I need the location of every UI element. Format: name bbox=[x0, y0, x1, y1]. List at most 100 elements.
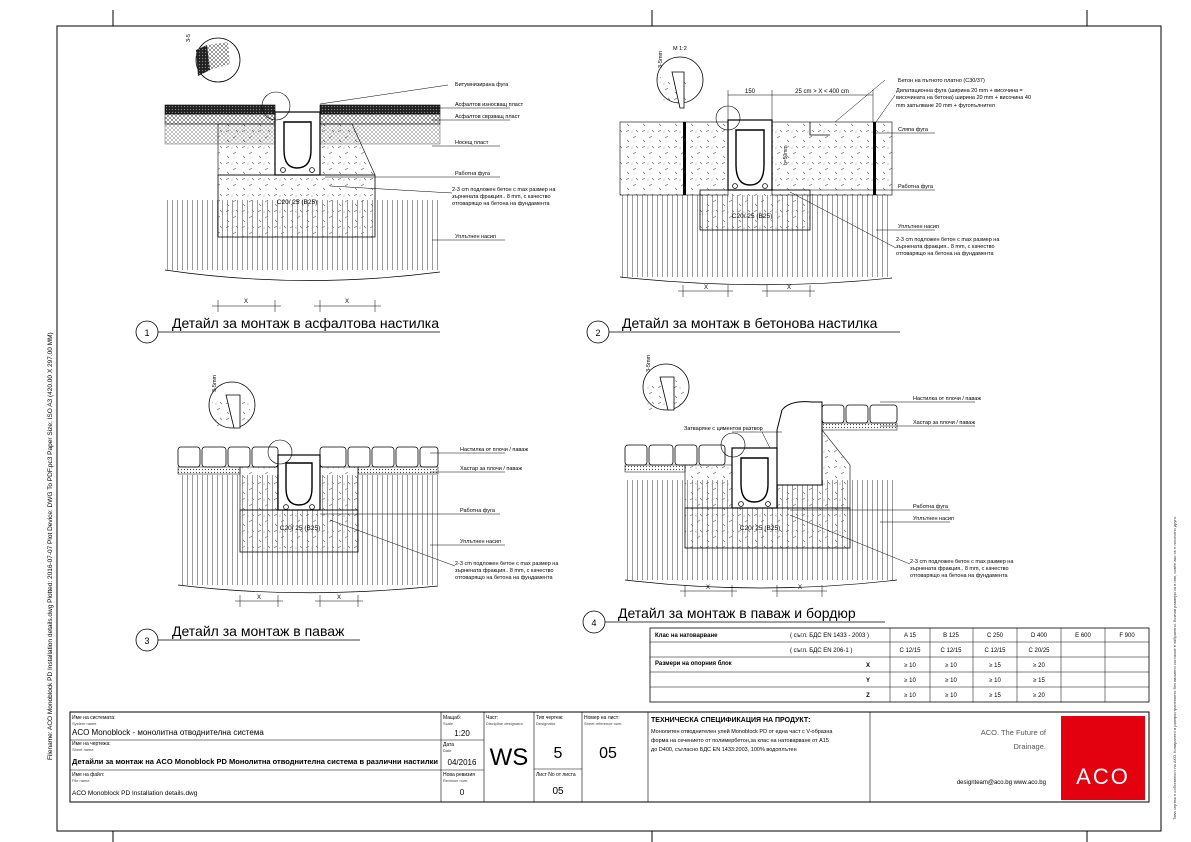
tb-part-label: Част: bbox=[486, 715, 498, 721]
tb-file-label: Име на файл: bbox=[72, 771, 104, 778]
detail-3-scale-note: 3-5mm bbox=[212, 374, 218, 392]
table-concrete-1: C 12/15 bbox=[940, 648, 962, 654]
table-concrete-2: C 12/15 bbox=[984, 648, 1006, 654]
tb-sheetno-label-en: Sheet reference num. bbox=[584, 721, 622, 726]
table-dims-label: Размери на опорния блок bbox=[655, 660, 732, 667]
tb-sheet-label-en: Sheet name bbox=[72, 747, 94, 752]
table-class-5: F 900 bbox=[1119, 633, 1135, 639]
detail-2-dim-height: h=50mm bbox=[783, 145, 789, 165]
detail-1-number: 1 bbox=[144, 328, 149, 338]
detail-4-title: Детайл за монтаж в паваж и бордюр bbox=[618, 605, 856, 621]
table-cell-0-1: ≥ 10 bbox=[945, 663, 957, 669]
tb-date-label-en: Date bbox=[443, 748, 452, 753]
tb-type-label: Тип чертеж: bbox=[536, 715, 563, 721]
tb-part-label-en: Discipline designator bbox=[486, 721, 524, 726]
table-cell-2-1: ≥ 10 bbox=[945, 693, 957, 699]
table-cell-1-0: ≥ 10 bbox=[904, 678, 916, 684]
detail-2-label-dummy: Сляпа фуга bbox=[898, 127, 929, 133]
tb-rev-label-en: Revision num. bbox=[443, 778, 468, 783]
table-cell-0-2: ≥ 15 bbox=[989, 663, 1001, 669]
table-class-2: C 250 bbox=[987, 633, 1004, 639]
detail-1-label-wear: Асфалтов износващ пласт bbox=[455, 102, 524, 108]
tb-contact: designteam@aco.bg www.aco.bg bbox=[957, 780, 1046, 786]
detail-1-concrete-label: C20/ 25 (B25) bbox=[277, 199, 317, 206]
table-axis-1: Y bbox=[866, 678, 870, 684]
tb-file-label-en: File name bbox=[72, 778, 90, 783]
table-class-1: B 125 bbox=[943, 633, 959, 639]
table-cell-2-0: ≥ 10 bbox=[904, 693, 916, 699]
detail-4-label-joint: Работна фуга bbox=[913, 504, 949, 510]
aco-logo-text: ACO bbox=[1076, 764, 1130, 789]
tb-rev-value: 0 bbox=[460, 788, 465, 797]
detail-2-dim-x-left: X bbox=[704, 285, 708, 291]
detail-3-pavers: C20/ 25 (B25) 3-5mm Настилка от плочи / … bbox=[135, 374, 558, 652]
tb-system-value: ACO Monoblock - монолитна отводнителна с… bbox=[72, 728, 264, 737]
detail-2-label-slab: Бетон на пътното платно (C30/37) bbox=[898, 78, 985, 84]
title-block: Име на системата: System name ACO Monobl… bbox=[69, 711, 1150, 803]
tb-date-label: Дата bbox=[443, 742, 454, 748]
detail-2-scale-note: 3-5mm bbox=[658, 50, 664, 68]
detail-1-dim-x-right: X bbox=[345, 299, 349, 305]
tb-type-value: 5 bbox=[554, 745, 563, 762]
detail-1-label-base: Носещ пласт bbox=[455, 140, 489, 146]
table-class-4: E 600 bbox=[1075, 633, 1091, 639]
tb-type-label-en: Designator bbox=[536, 721, 556, 726]
detail-2-dim-150: 150 bbox=[745, 89, 756, 95]
detail-1-label-bed: 2-3 cm подложен бетон с max размер на зъ… bbox=[452, 187, 556, 207]
tb-brand-tag-1: ACO. The Future of bbox=[981, 728, 1047, 737]
table-cell-1-3: ≥ 15 bbox=[1033, 678, 1045, 684]
table-cell-2-2: ≥ 15 bbox=[989, 693, 1001, 699]
detail-3-dim-x-right: X bbox=[337, 595, 341, 601]
tb-sheet-label: Име на чертежа: bbox=[72, 741, 111, 747]
detail-2-number: 2 bbox=[595, 328, 600, 338]
table-row2-std: ( съгл. БДС EN 206-1 ) bbox=[790, 648, 852, 654]
tb-file-value: ACO Monoblock PD Installation details.dw… bbox=[72, 790, 198, 797]
detail-4-label-fill: Уплътнен насип bbox=[913, 516, 954, 522]
detail-1-label-bitumen: Битумнизирана фуга bbox=[455, 82, 509, 88]
tb-sheetno-label: Номер на лист: bbox=[584, 715, 620, 721]
detail-1-label-joint: Работна фуга bbox=[455, 171, 491, 177]
detail-3-label-joint: Работна фуга bbox=[460, 508, 496, 514]
aco-logo bbox=[1061, 716, 1145, 800]
table-class-0: A 15 bbox=[904, 633, 917, 639]
table-axis-2: Z bbox=[866, 693, 870, 699]
table-row1-std: ( съгл. БДС EN 1433 - 2003 ) bbox=[790, 633, 869, 639]
detail-1-asphalt: C20/ 25 (B25) 3-5 Битумнизирана фуга Асф… bbox=[135, 34, 556, 344]
detail-3-label-paver: Настилка от плочи / паваж bbox=[460, 447, 528, 453]
plot-info-text: Filename: ACO Monoblock PD Installation … bbox=[47, 332, 54, 760]
table-cell-0-3: ≥ 20 bbox=[1033, 663, 1045, 669]
tb-count-label: Лист No от листа bbox=[536, 772, 576, 778]
sheet-border bbox=[56, 25, 1162, 832]
detail-1-title: Детайл за монтаж в асфалтова настилка bbox=[172, 315, 439, 331]
detail-4-scale-note: 3-5mm bbox=[646, 354, 652, 372]
detail-1-dim-x-left: X bbox=[244, 299, 248, 305]
copyright-notice: Това чертеж е собственост на АКО. Копира… bbox=[1172, 516, 1177, 820]
detail-3-label-sand: Хастар за плочи / паваж bbox=[460, 466, 522, 472]
detail-1-label-fill: Уплътнен насип bbox=[455, 234, 496, 240]
detail-4-pavers-curb: C20/ 25 (B25) 3-5mm Затваряне с циментов… bbox=[582, 354, 1014, 634]
detail-3-dim-x-left: X bbox=[257, 595, 261, 601]
detail-4-number: 4 bbox=[591, 618, 596, 628]
tb-sheetno-value: 05 bbox=[599, 745, 617, 762]
detail-2-dim-x-right: X bbox=[787, 285, 791, 291]
tb-scale-value: 1:20 bbox=[454, 729, 470, 738]
tb-spec-line-3: до D400, съгласно БДС EN 1433:2003, 100%… bbox=[651, 747, 797, 753]
detail-4-label-sand: Хастар за плочи / паваж bbox=[913, 420, 975, 426]
tb-rev-label: Нова ревизия bbox=[443, 772, 475, 778]
tb-system-label: Име на системата: bbox=[72, 715, 115, 721]
detail-2-label-joint: Работна фуга bbox=[898, 184, 934, 190]
tb-scale-label-en: Scale bbox=[443, 721, 454, 726]
detail-4-dim-x-right: X bbox=[798, 585, 802, 591]
tb-date-value: 04/2016 bbox=[448, 758, 477, 767]
detail-4-concrete-label: C20/ 25 (B25) bbox=[740, 525, 780, 532]
detail-2-dim-range: 25 cm > X < 400 cm bbox=[795, 89, 849, 95]
table-cell-2-3: ≥ 20 bbox=[1033, 693, 1045, 699]
table-row1-label: Клас на натоварване bbox=[655, 633, 718, 639]
table-cell-0-0: ≥ 10 bbox=[904, 663, 916, 669]
detail-3-concrete-label: C20/ 25 (B25) bbox=[280, 525, 320, 532]
table-cell-1-2: ≥ 10 bbox=[989, 678, 1001, 684]
table-axis-0: X bbox=[866, 663, 870, 669]
table-cell-1-1: ≥ 10 bbox=[945, 678, 957, 684]
detail-4-label-bed: 2-3 cm подложен бетон с max размер на зъ… bbox=[910, 559, 1014, 579]
detail-2-title: Детайл за монтаж в бетонова настилка bbox=[622, 315, 878, 331]
